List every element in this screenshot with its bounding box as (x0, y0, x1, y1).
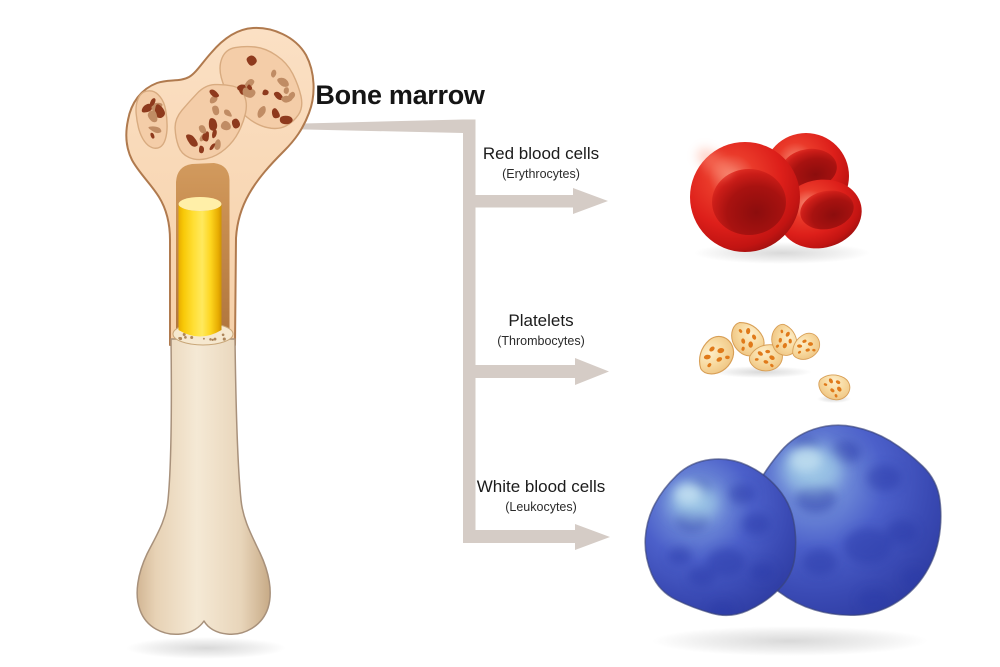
white-blood-cells-illustration (644, 424, 942, 656)
platelets-sublabel: (Thrombocytes) (497, 334, 585, 348)
diagram-title: Bone marrow (315, 80, 485, 110)
callout-line (284, 119, 463, 133)
label-block-platelets: Platelets (Thrombocytes) (431, 311, 651, 349)
platelets-shadow (712, 366, 812, 378)
label-block-red-blood-cells: Red blood cells (Erythrocytes) (431, 144, 651, 182)
white-blood-cells-sublabel: (Leukocytes) (505, 500, 577, 514)
label-block-white-blood-cells: White blood cells (Leukocytes) (431, 477, 651, 515)
callout-connector (284, 119, 610, 550)
yellow-marrow (178, 204, 222, 337)
bone-shadow (126, 637, 286, 659)
bone-lower-shaft (136, 338, 271, 635)
yellow-marrow-top (178, 197, 222, 211)
arrow-white-blood-cells (475, 524, 610, 550)
wbc-shadow (652, 626, 928, 656)
arrow-platelets (475, 358, 609, 385)
callout-trunk (463, 119, 476, 543)
bone-illustration (125, 26, 315, 659)
red-blood-cells-sublabel: (Erythrocytes) (502, 167, 580, 181)
platelets-illustration (689, 317, 855, 407)
red-blood-cells-illustration (690, 133, 870, 264)
platelets-label: Platelets (508, 311, 574, 330)
white-blood-cells-label: White blood cells (476, 477, 606, 496)
trabecular-holes (141, 55, 296, 154)
red-blood-cells-label: Red blood cells (482, 144, 600, 163)
arrow-red-blood-cells (475, 188, 608, 214)
